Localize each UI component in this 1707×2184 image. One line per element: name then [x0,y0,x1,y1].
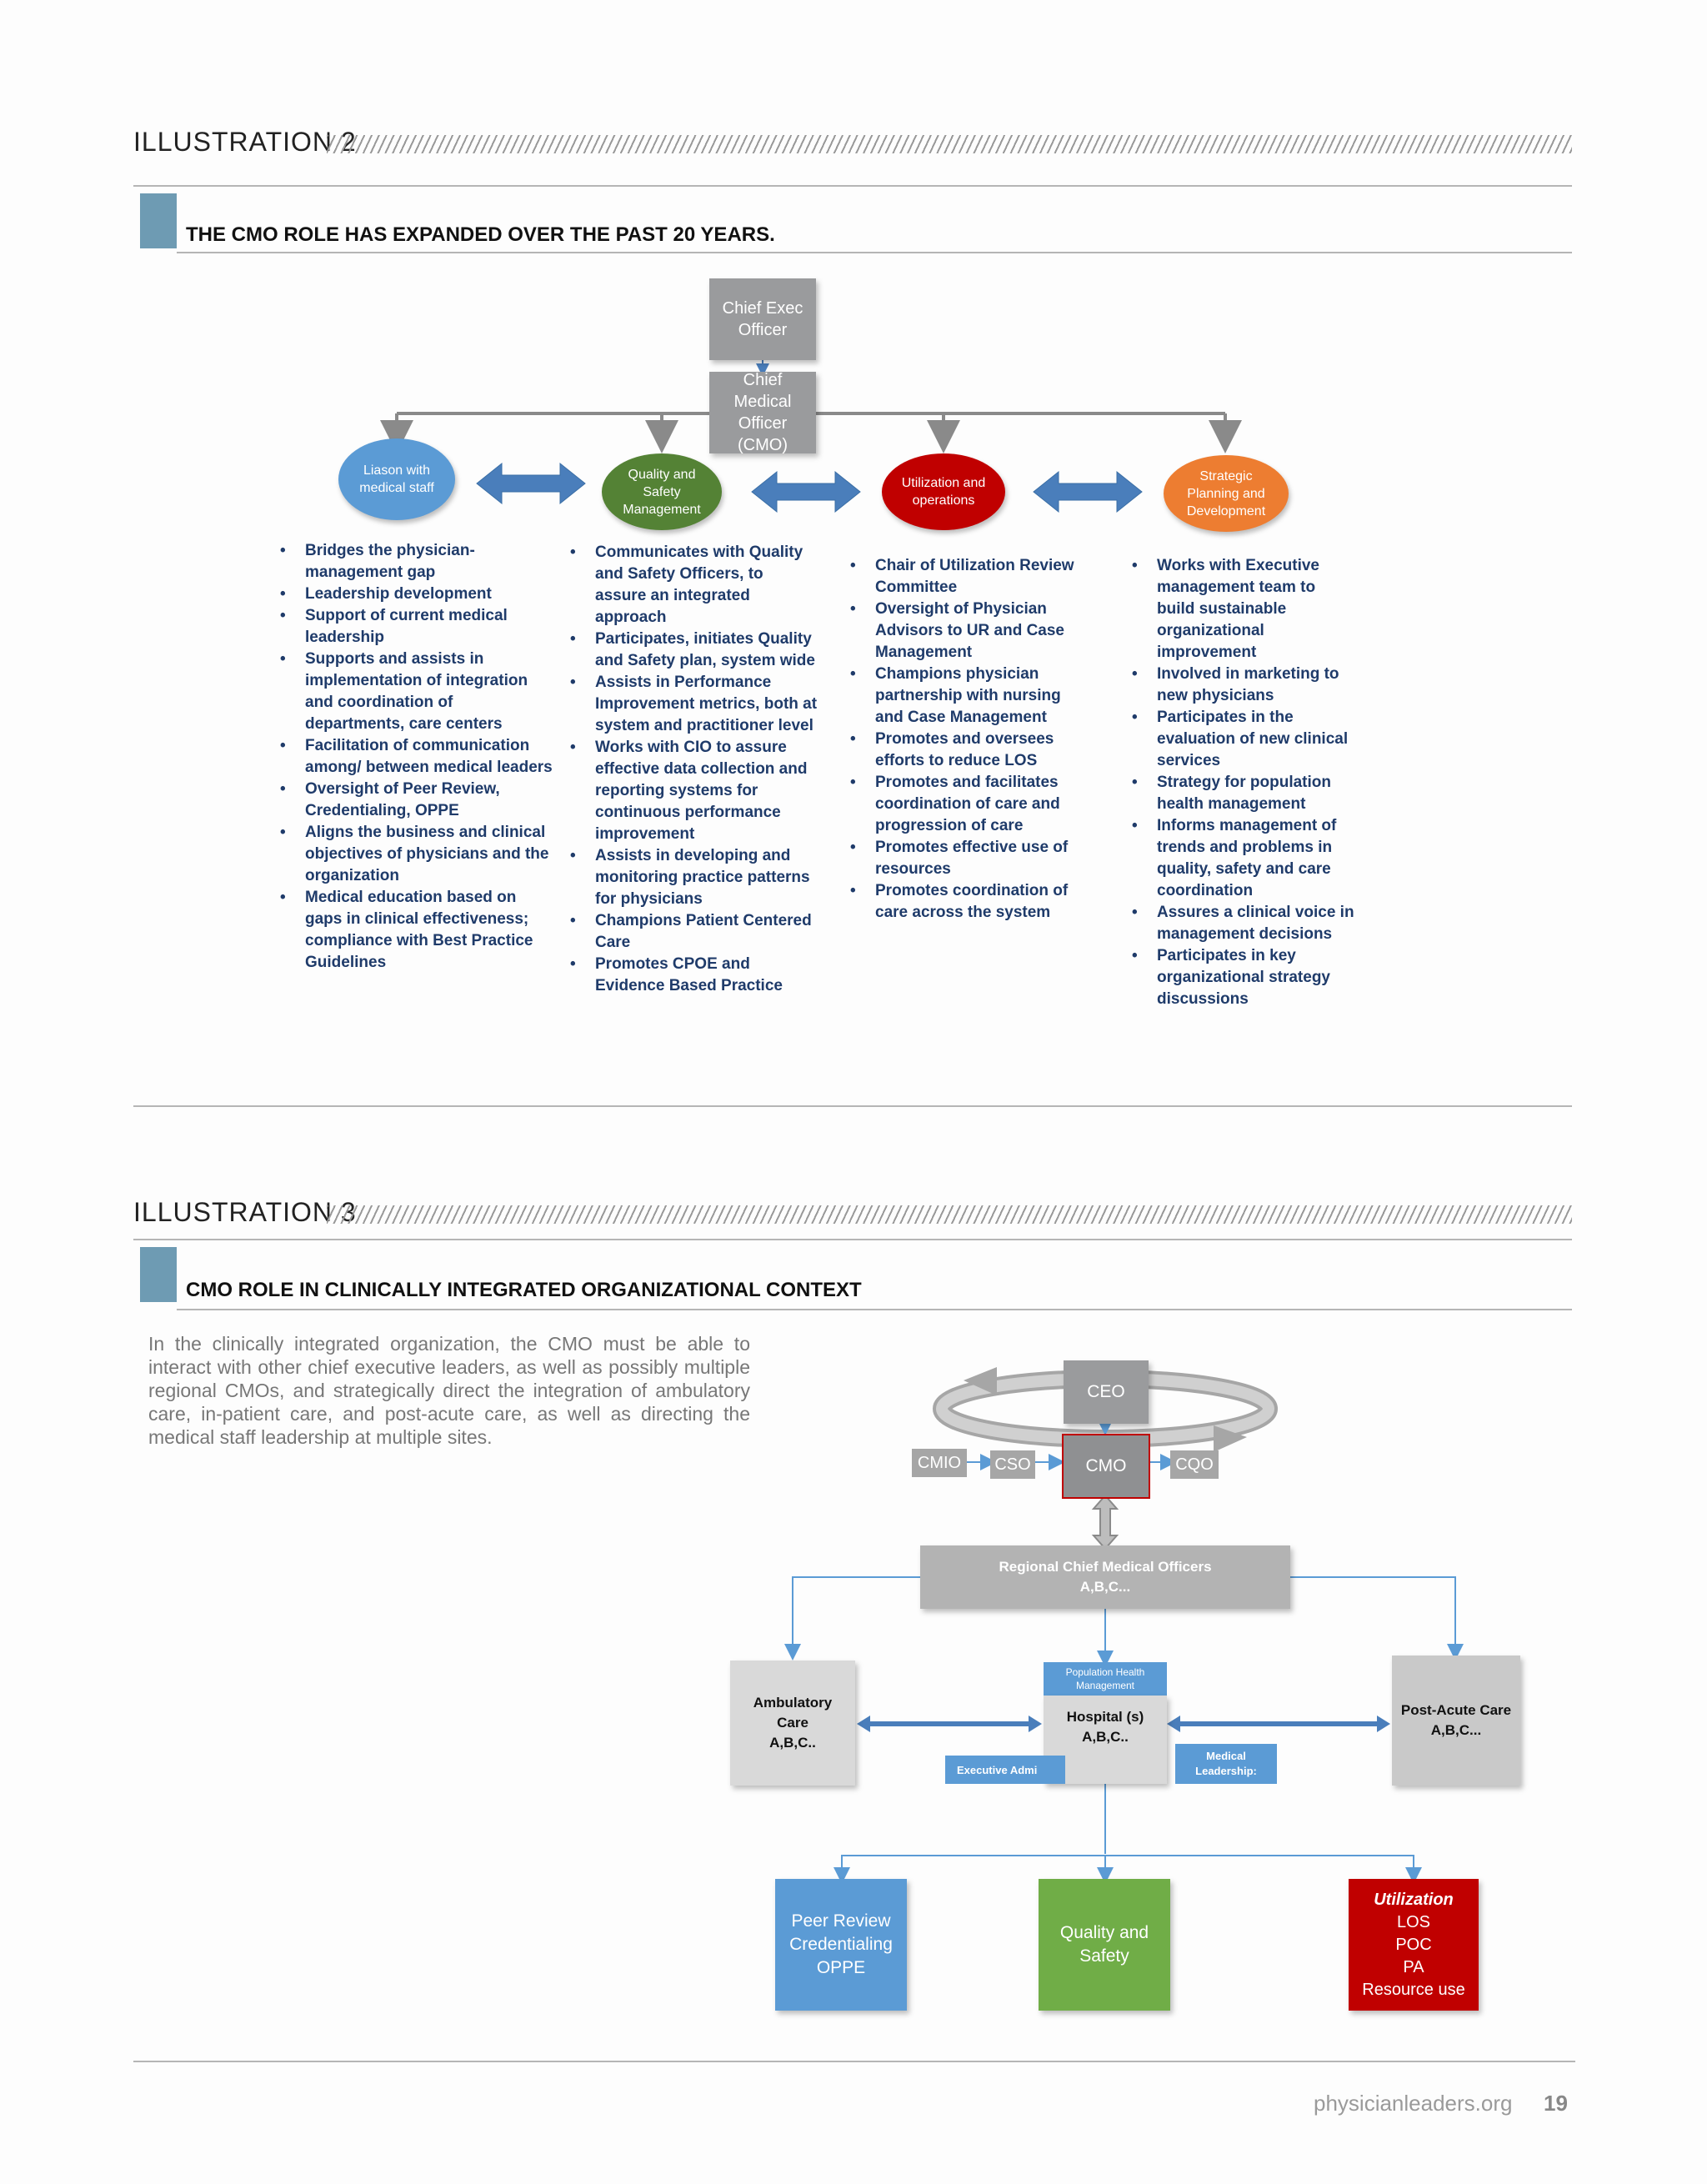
list-item: Champions physician partnership with nur… [850,664,1075,729]
list-item: Bridges the physician-management gap [280,540,555,584]
divider [177,252,1572,253]
section-marker [140,193,177,248]
bullet-list-utilization: Chair of Utilization Review Committee Ov… [850,555,1075,924]
quality-safety-box: Quality and Safety [1039,1879,1170,2011]
list-item: Assists in Performance Improvement metri… [570,672,818,737]
illustration-3-label: ILLUSTRATION 3 [133,1197,357,1227]
list-item: Facilitation of communication among/ bet… [280,735,555,779]
illustration-2-label: ILLUSTRATION 2 [133,127,357,157]
regional-cmo-box: Regional Chief Medical Officers A,B,C... [920,1545,1290,1609]
divider [133,1105,1572,1107]
list-item: Works with CIO to assure effective data … [570,737,818,845]
list-item: Promotes and oversees efforts to reduce … [850,729,1075,772]
ellipse-strategic-planning: Strategic Planning and Development [1164,455,1289,532]
ellipse-liaison-medical-staff: Liason with medical staff [338,438,455,520]
list-item: Assists in developing and monitoring pra… [570,845,818,910]
list-item: Promotes effective use of resources [850,837,1075,880]
cqo-box: CQO [1170,1450,1219,1479]
list-item: Leadership development [280,584,555,605]
list-item: Works with Executive management team to … [1132,555,1357,664]
list-item: Communicates with Quality and Safety Off… [570,542,818,629]
peer-review-box: Peer Review Credentialing OPPE [775,1879,907,2011]
list-item: Medical education based on gaps in clini… [280,887,555,974]
illustration-3-title: CMO ROLE IN CLINICALLY INTEGRATED ORGANI… [186,1279,862,1301]
list-item: Promotes and facilitates coordination of… [850,772,1075,837]
section-marker [140,1247,177,1302]
list-item: Support of current medical leadership [280,605,555,649]
chief-medical-officer-box: Chief Medical Officer (CMO) [709,371,816,454]
list-item: Informs management of trends and problem… [1132,815,1357,902]
divider [133,2061,1575,2062]
list-item: Chair of Utilization Review Committee [850,555,1075,599]
medical-leadership-box: Medical Leadership: [1175,1744,1277,1784]
divider [177,1309,1572,1310]
list-item: Oversight of Peer Review, Credentialing,… [280,779,555,822]
illustration-2-title: THE CMO ROLE HAS EXPANDED OVER THE PAST … [186,223,775,246]
hatch-rule [327,1205,1572,1224]
ellipse-quality-safety: Quality and Safety Management [602,453,722,530]
org-connectors [380,360,1242,513]
utilization-box: Utilization LOS POC PA Resource use [1349,1879,1479,2011]
divider [133,185,1572,187]
list-item: Involved in marketing to new physicians [1132,664,1357,707]
ellipse-utilization-operations: Utilization and operations [882,453,1005,530]
list-item: Oversight of Physician Advisors to UR an… [850,599,1075,664]
list-item: Participates in the evaluation of new cl… [1132,707,1357,772]
ceo-box: CEO [1064,1360,1149,1424]
post-acute-care-box: Post-Acute Care A,B,C... [1392,1656,1520,1786]
list-item: Champions Patient Centered Care [570,910,818,954]
footer-site: physicianleaders.org [1314,2091,1513,2116]
list-item: Strategy for population health managemen… [1132,772,1357,815]
list-item: Assures a clinical voice in management d… [1132,902,1357,945]
cmo-box: CMO [1062,1434,1150,1499]
cmio-box: CMIO [912,1449,967,1477]
population-health-box: Population Health Management [1044,1662,1167,1696]
list-item: Participates in key organizational strat… [1132,945,1357,1010]
list-item: Supports and assists in implementation o… [280,649,555,735]
ambulatory-care-box: Ambulatory Care A,B,C.. [730,1661,855,1786]
list-item: Promotes CPOE and Evidence Based Practic… [570,954,818,997]
cso-box: CSO [990,1450,1035,1479]
chief-exec-officer-box: Chief Exec Officer [709,278,816,360]
list-item: Aligns the business and clinical objecti… [280,822,555,887]
hatch-rule [327,135,1572,153]
intro-paragraph: In the clinically integrated organizatio… [148,1333,750,1448]
bullet-list-quality: Communicates with Quality and Safety Off… [570,542,818,997]
divider [133,1239,1572,1240]
page-number: 19 [1544,2091,1568,2116]
bullet-list-strategic: Works with Executive management team to … [1132,555,1357,1010]
list-item: Participates, initiates Quality and Safe… [570,629,818,672]
executive-admin-box: Executive Admi [945,1756,1065,1784]
bullet-list-liaison: Bridges the physician-management gap Lea… [280,540,555,974]
list-item: Promotes coordination of care across the… [850,880,1075,924]
